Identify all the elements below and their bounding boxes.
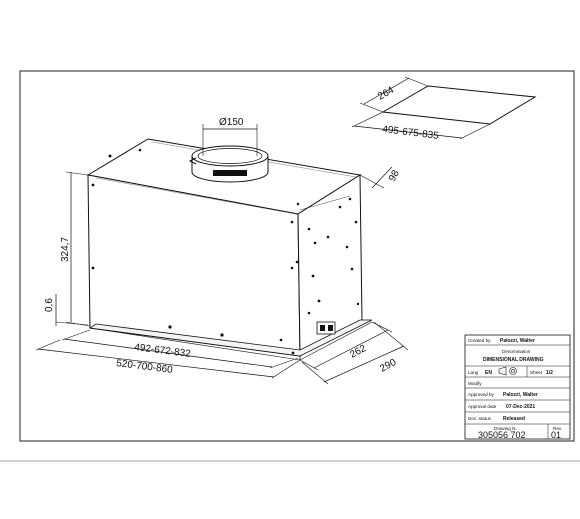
tb-doc-status-label: Doc. status [468,416,492,421]
dim-inner-depth: 262 [348,343,368,361]
dim-height: 324,7 [60,237,71,262]
tb-drawing-no: 305056 702 [478,430,526,440]
dim-base-group: 0,6 [44,294,89,326]
projection-circle-icon [509,367,517,375]
dim-top-offset: 98 [387,168,402,183]
tb-denomination-label: Denomination [502,349,531,354]
duct-collar [188,145,269,183]
dim-duct-diameter: Ø150 [219,117,244,128]
tb-approval-date: 07-Dec-2021 [506,404,535,410]
dim-inner-width: 492-672-832 [134,342,192,360]
hood-body [86,138,373,361]
dim-cutout-width: 495-675-835 [382,124,440,142]
dim-outer-depth: 290 [378,357,398,375]
tb-created-by: Palozzi, Walter [500,338,535,344]
tb-rev-label: Rev. [553,426,562,431]
tb-doc-status: Released [503,416,525,422]
tb-modify-label: Modify [468,381,482,386]
tb-approval-date-label: Approval date [468,404,497,409]
cutout-panel: 264 495-675-835 [351,76,537,142]
title-block: Created by Palozzi, Walter Denomination … [464,334,571,440]
tb-approved-by: Palozzi, Walter [503,392,538,398]
tb-sheet: 1/2 [546,370,553,376]
projection-symbol-icon [498,366,507,376]
dim-base-thickness: 0,6 [44,298,55,312]
dim-outer-width: 520-700-860 [116,358,174,376]
connector-block [316,321,336,335]
tb-rev: 01 [551,430,561,440]
tb-drawing-no-label: Drawing N. [494,426,517,431]
dim-top-offset-group: 98 [299,166,402,211]
dim-height-group: 324,7 [60,171,91,327]
drawing-frame [19,70,575,442]
tb-lang: EN [485,370,492,376]
tb-created-by-label: Created by [468,338,491,343]
tb-denomination: DIMENSIONAL DRAWING [483,357,544,363]
tb-sheet-label: Sheet [530,370,543,375]
dim-duct-group: Ø150 [202,117,258,156]
mounting-holes [91,148,360,355]
tb-approved-by-label: Approved by [468,392,494,397]
tb-lang-label: Lang [468,370,479,375]
